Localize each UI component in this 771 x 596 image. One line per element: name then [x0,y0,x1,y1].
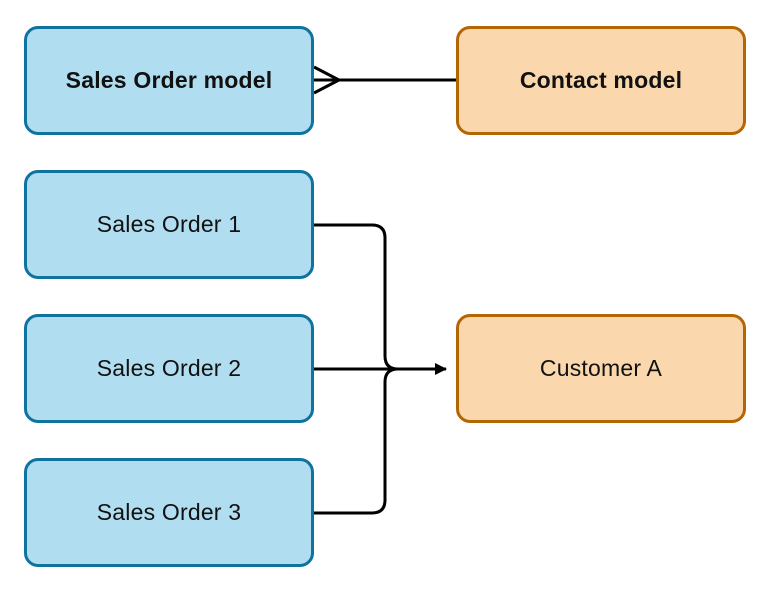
sales-order-1-node[interactable]: Sales Order 1 [24,170,314,279]
relationship-edge-many-to-one [313,65,456,95]
crow-foot-icon [313,65,343,95]
sales-order-3-node[interactable]: Sales Order 3 [24,458,314,567]
sales-order-2-node[interactable]: Sales Order 2 [24,314,314,423]
sales-order-3-label: Sales Order 3 [96,499,242,525]
edge-sales-order-1-to-customer-a [314,223,446,371]
sales-order-model-label: Sales Order model [65,67,273,93]
customer-a-label: Customer A [539,355,663,381]
edge-sales-order-3-to-customer-a [314,367,446,515]
sales-order-2-label: Sales Order 2 [96,355,242,381]
sales-order-1-label: Sales Order 1 [96,211,242,237]
sales-order-model-node[interactable]: Sales Order model [24,26,314,135]
contact-model-node[interactable]: Contact model [456,26,746,135]
contact-model-label: Contact model [519,67,683,93]
customer-a-node[interactable]: Customer A [456,314,746,423]
